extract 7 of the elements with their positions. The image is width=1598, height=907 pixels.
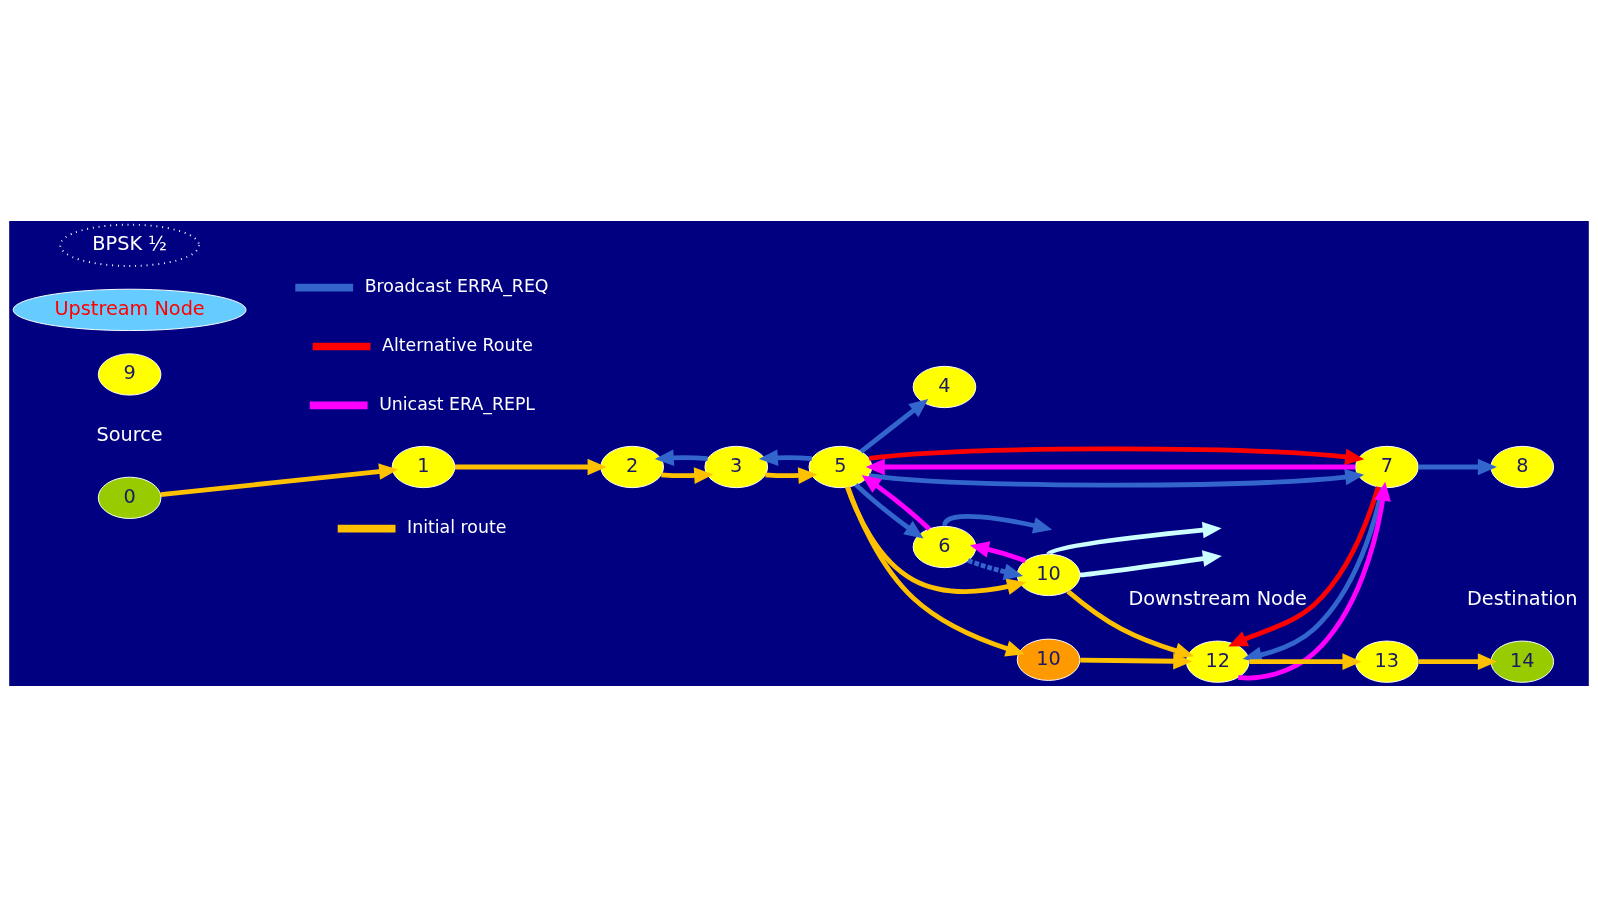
legend-label: Unicast ERA_REPL [379,393,536,414]
legend-label: Initial route [407,516,507,537]
legend-label: Alternative Route [382,334,533,355]
legend-label: Broadcast ERRA_REQ [364,275,549,296]
node-label: Source [96,422,163,446]
node-label: Downstream Node [1128,586,1307,610]
node-label: Destination [1467,586,1578,610]
